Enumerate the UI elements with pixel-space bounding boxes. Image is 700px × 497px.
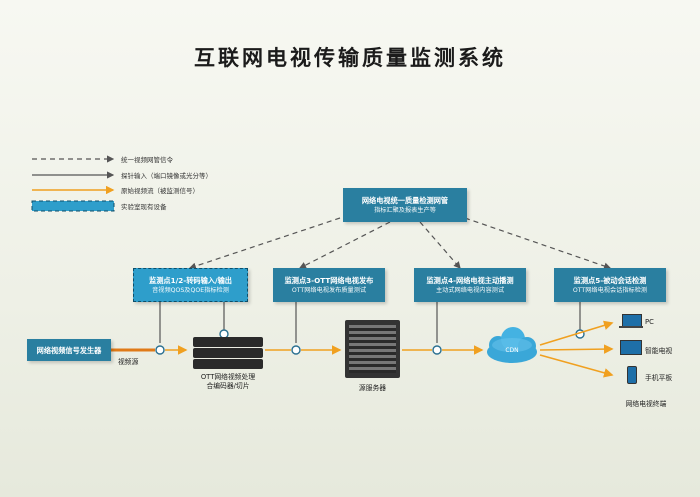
legend-item-stream: 原始视频流（被监测信号）	[121, 187, 199, 195]
probe-box-5: 监测点5-被动会话检测 OTT网络电视会话指标检测	[554, 268, 666, 302]
legend-symbols	[31, 155, 115, 212]
video-source-label: 视频源	[118, 358, 139, 366]
legend-item-signaling: 统一视频网管信令	[121, 156, 173, 164]
device-label-phone: 手机平板	[645, 374, 673, 382]
cdn-label: CDN	[505, 347, 518, 354]
probe-box-3: 监测点3-OTT网络电视发布 OTT网络电视发布质量测试	[273, 268, 385, 302]
device-label-tv: 智能电视	[645, 347, 673, 355]
probe-node-3	[291, 345, 301, 355]
probe-node-1a	[155, 345, 165, 355]
nms-link-1	[188, 217, 341, 270]
device-label-pc: PC	[645, 318, 654, 326]
phone-icon	[627, 366, 637, 384]
probe-box-4: 监测点4-网络电视主动播测 主动式网络电视内容测试	[414, 268, 526, 302]
nms-link-5	[464, 217, 612, 270]
nms-subtitle: 指标汇聚及报表生产等	[374, 206, 436, 214]
probe-node-4	[432, 345, 442, 355]
stream-to-pc	[539, 320, 614, 346]
stream-to-phone	[539, 354, 614, 378]
nms-link-3	[298, 221, 391, 269]
nms-title: 网络电视统一质量检测网管	[361, 195, 449, 205]
ott-processing-label-1: OTT网络视频处理	[200, 373, 256, 381]
ott-processing-label-2: 合编码器/切片	[206, 382, 250, 390]
legend-item-lab: 实验室现有设备	[121, 203, 167, 211]
terminals-label: 网络电视终端	[625, 400, 667, 408]
cdn-cloud-icon	[487, 327, 537, 363]
stream-to-tv	[539, 344, 614, 354]
tv-icon	[620, 340, 642, 355]
legend-item-probe: 探针输入（端口镜像或光分等）	[121, 172, 212, 180]
signal-generator-box: 网络视频信号发生器	[27, 339, 111, 361]
nms-link-4	[419, 221, 461, 269]
source-server-label: 源服务器	[358, 384, 387, 392]
page-title: 互联网电视传输质量监测系统	[194, 46, 506, 70]
nms-box: 网络电视统一质量检测网管 指标汇聚及报表生产等	[343, 188, 467, 222]
laptop-base-icon	[619, 326, 643, 328]
probe-box-1: 监测点1/2-转码输入/输出 音视频QOS及QOE指标检测	[133, 268, 248, 302]
